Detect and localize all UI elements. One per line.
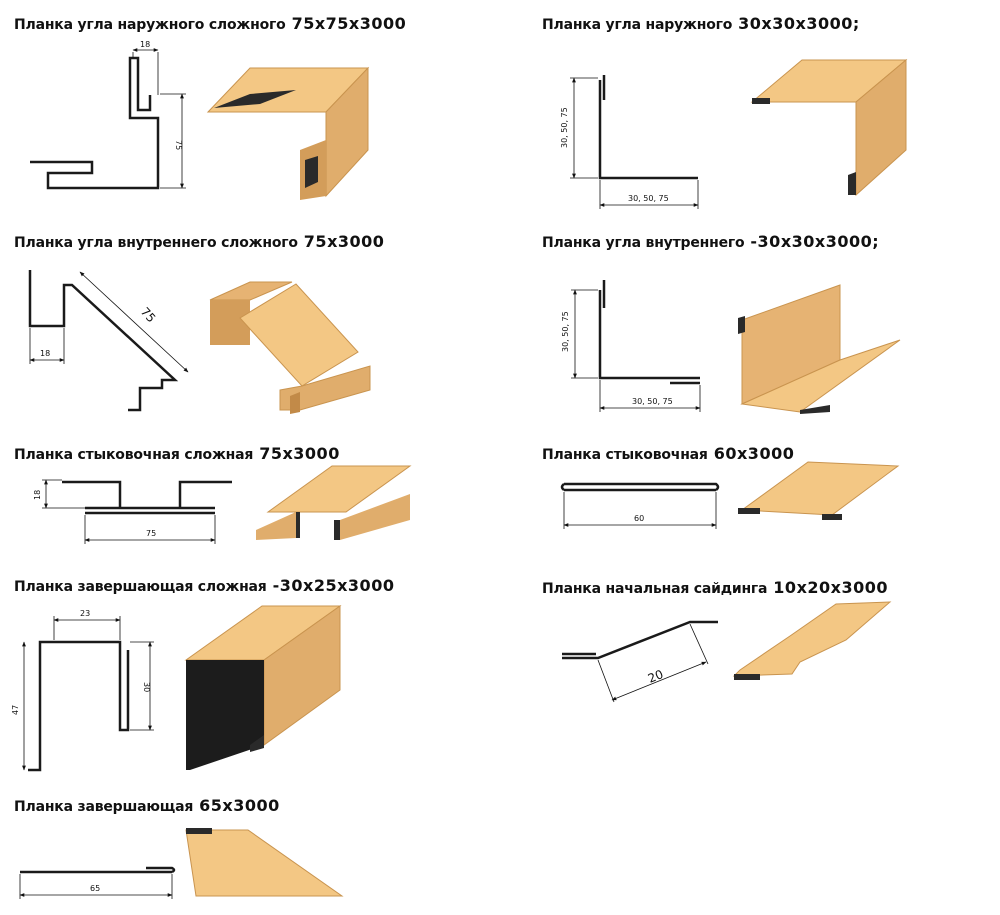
dimension-lines [570,77,699,209]
profile-starting-siding-drawing [562,620,718,660]
profile-inner-corner-complex-drawing [28,270,179,412]
item-size: 75x3000 [259,444,340,463]
item-size: 10x20x3000 [773,578,888,597]
dimension-label: 30, 50, 75 [561,311,570,352]
item-size: 75x3000 [303,232,385,251]
dimension-lines [42,479,216,544]
dimension-label: 75 [146,529,156,538]
profile-finishing-drawing [20,866,176,874]
profile-joint-drawing [560,482,720,492]
profile-finishing-complex-drawing [28,640,130,772]
item-title: Планка завершающая сложная-30x25x3000 [14,576,395,595]
profile-inner-corner-complex-3d [209,281,371,414]
dimension-label: 18 [33,490,42,500]
profile-outer-corner-complex-drawing [30,56,160,190]
dimension-label: 47 [11,705,20,715]
profile-inner-corner-3d [738,284,901,414]
item-size: 30x30x3000; [738,14,860,33]
profile-starting-siding-3d [732,601,892,680]
profile-outer-corner-drawing [598,75,698,180]
dimension-lines [132,48,186,189]
profile-joint-3d [738,461,900,520]
profile-joint-complex-drawing [62,480,232,515]
profile-outer-corner-3d [750,58,908,197]
dimension-label: 30 [142,682,151,692]
dimension-label: 60 [634,514,644,523]
dimension-label: 20 [646,667,665,686]
dimension-label: 30, 50, 75 [628,194,669,203]
dimension-lines [597,623,709,703]
profile-joint-complex-3d [256,465,412,540]
dimension-lines [19,874,173,899]
dimension-label: 18 [40,349,50,358]
profile-finishing-3d [185,828,344,897]
dimension-lines [571,289,701,412]
dimension-lines [29,271,189,373]
dimension-label: 23 [80,609,90,618]
dimension-label: 75 [174,140,183,150]
item-size: 60x3000 [713,444,795,463]
dimension-lines [22,616,154,771]
item-title: Планка угла внутреннего-30x30x3000; [542,232,880,251]
profile-inner-corner-drawing [598,280,700,385]
dimension-label: 30, 50, 75 [560,107,569,148]
item-size: -30x25x3000 [272,576,395,595]
profile-outer-corner-complex-3d [206,66,370,200]
dimension-label: 75 [138,305,159,326]
dimension-label: 18 [140,40,150,49]
profile-finishing-complex-3d [184,605,342,770]
dimension-lines [563,492,717,529]
item-size: -30x30x3000; [750,232,880,251]
dimension-label: 30, 50, 75 [632,397,673,406]
item-size: 65x3000 [199,796,280,815]
item-size: 75x75x3000 [291,14,407,33]
dimension-label: 65 [90,884,100,893]
